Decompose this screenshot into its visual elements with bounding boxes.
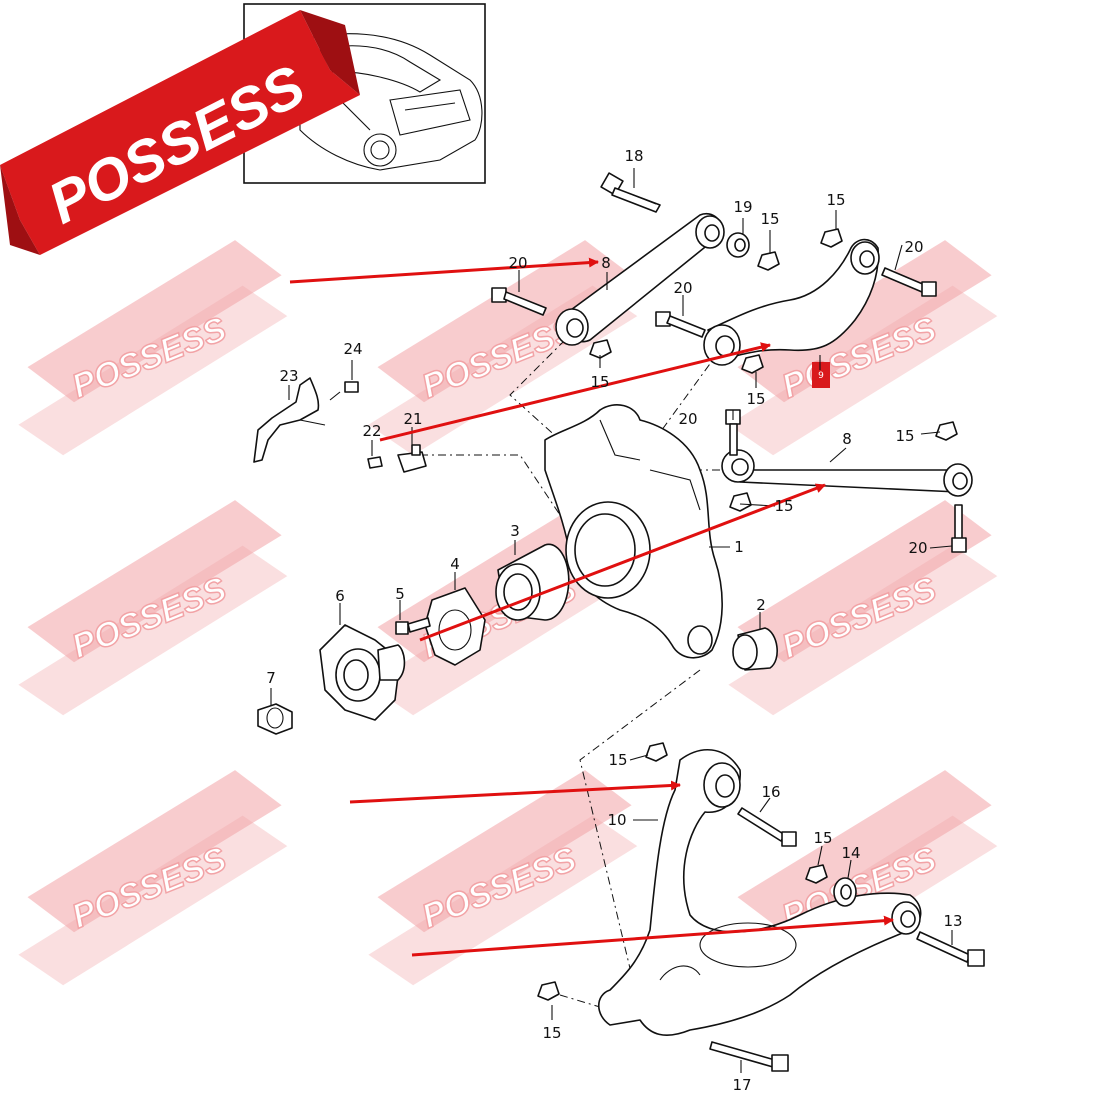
callout-15: 15 xyxy=(826,191,845,209)
callout-labels: 18 19 15 15 20 20 8 20 15 9 15 24 23 22 … xyxy=(266,147,962,1094)
upper-link-8 xyxy=(555,213,725,346)
callout-15: 15 xyxy=(760,210,779,228)
lower-control-arm-10 xyxy=(597,748,922,1036)
bolt-24 xyxy=(329,381,359,401)
callout-20: 20 xyxy=(678,410,697,428)
nut-15 xyxy=(820,228,843,248)
callout-20: 20 xyxy=(904,238,923,256)
nut-15 xyxy=(741,354,764,374)
callout-1: 1 xyxy=(734,538,744,556)
nut-15 xyxy=(537,981,560,1001)
washer-14 xyxy=(833,877,857,907)
arrow-to-upper-link xyxy=(289,257,599,284)
callout-14: 14 xyxy=(841,844,860,862)
arrow-to-lower-arm-front xyxy=(349,780,681,804)
watermark: POSSESS xyxy=(0,488,314,727)
nut-15 xyxy=(757,251,780,271)
callout-13: 13 xyxy=(943,912,962,930)
callout-16: 16 xyxy=(761,783,780,801)
callout-15: 15 xyxy=(774,497,793,515)
callout-18: 18 xyxy=(624,147,643,165)
callout-5: 5 xyxy=(395,585,405,603)
bolt-18 xyxy=(600,172,661,213)
callout-3: 3 xyxy=(510,522,520,540)
callout-9: 9 xyxy=(818,371,824,381)
nut-15 xyxy=(589,339,612,359)
bolt-5 xyxy=(395,617,431,635)
callout-10: 10 xyxy=(607,811,626,829)
wheel-hub-6 xyxy=(319,624,406,721)
bolt-20 xyxy=(491,287,547,316)
callout-6: 6 xyxy=(335,587,345,605)
callout-23: 23 xyxy=(279,367,298,385)
arrow-to-lower-link xyxy=(419,483,826,642)
arrow-to-upper-arm xyxy=(379,342,771,442)
lower-link-8 xyxy=(721,449,973,497)
callout-8: 8 xyxy=(842,430,852,448)
bolt-17 xyxy=(709,1041,789,1072)
wheel-carrier-1 xyxy=(544,404,723,659)
callout-20: 20 xyxy=(908,539,927,557)
tag-9-badge xyxy=(812,362,830,388)
callout-22: 22 xyxy=(362,422,381,440)
nut-15 xyxy=(729,492,752,512)
bolt-16 xyxy=(737,807,797,847)
nut-15 xyxy=(645,742,668,762)
callout-8: 8 xyxy=(601,254,611,272)
bolt-13 xyxy=(916,931,985,967)
callout-7: 7 xyxy=(266,669,276,687)
callout-15: 15 xyxy=(542,1024,561,1042)
callout-2: 2 xyxy=(756,596,766,614)
callout-15: 15 xyxy=(608,751,627,769)
callout-20: 20 xyxy=(673,279,692,297)
callout-15: 15 xyxy=(746,390,765,408)
callout-24: 24 xyxy=(343,340,362,358)
callout-17: 17 xyxy=(732,1076,751,1094)
bushing-2 xyxy=(732,627,778,671)
callout-15: 15 xyxy=(895,427,914,445)
callout-4: 4 xyxy=(450,555,460,573)
bracket-23 xyxy=(253,377,326,463)
callout-20: 20 xyxy=(508,254,527,272)
nut-15 xyxy=(935,421,958,441)
leader-lines xyxy=(270,168,953,1073)
arrow-to-lower-arm-rear xyxy=(411,915,894,957)
bolt-20 xyxy=(881,267,937,297)
callout-19: 19 xyxy=(733,198,752,216)
bolt-20 xyxy=(655,311,706,338)
callout-15: 15 xyxy=(813,829,832,847)
callout-15: 15 xyxy=(590,373,609,391)
callout-21: 21 xyxy=(403,410,422,428)
sensor-21 xyxy=(397,444,427,473)
washer-19 xyxy=(726,232,750,258)
bolt-22 xyxy=(367,456,383,469)
hub-nut-7 xyxy=(257,703,293,735)
nut-15 xyxy=(805,864,828,884)
annotation-arrows xyxy=(289,257,894,957)
bolt-20 xyxy=(951,504,967,553)
watermark: POSSESS xyxy=(0,758,314,997)
watermark: POSSESS xyxy=(694,488,1024,727)
